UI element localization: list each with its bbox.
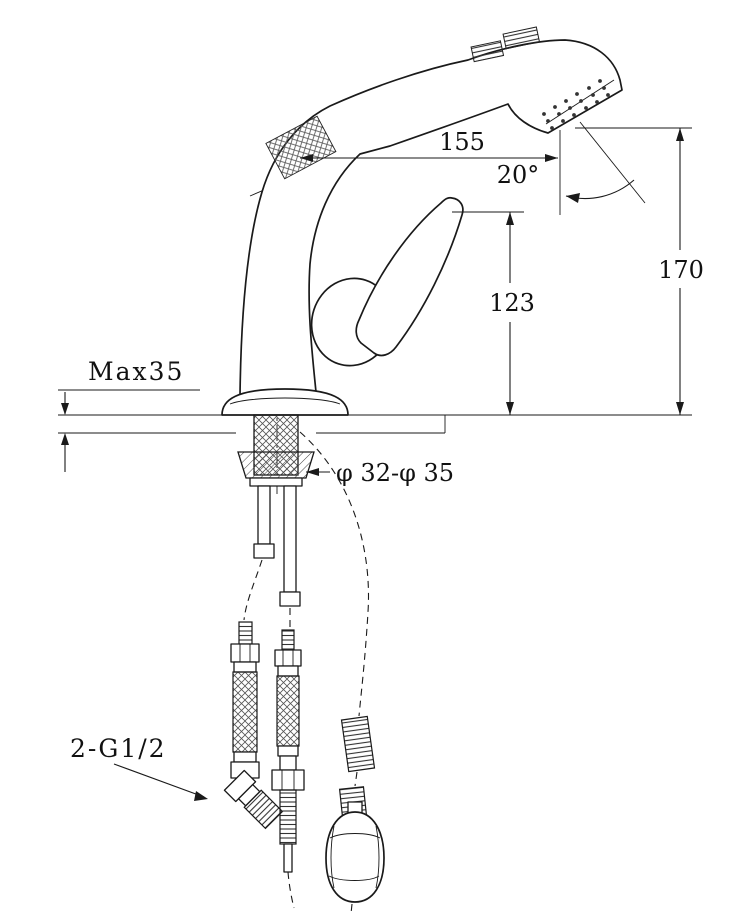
dimension-spout-height-123: 123 [452,211,535,415]
assembly-dashed-leads [243,431,370,915]
knurled-collar [265,115,337,180]
base-flange [221,388,349,416]
base-flange-line [229,397,341,405]
dim-label-20: 20° [497,161,540,189]
pullout-hose-corrugated-upper [340,715,376,773]
dimension-reach-155: 155 [300,128,561,215]
dimension-hole-diameter: φ 32-φ 35 [306,459,454,487]
dim-label-thread: 2-G1/2 [70,734,167,763]
dimension-thread-spec: 2-G1/2 [70,734,208,801]
faucet-handle-lever [355,196,464,357]
diverter-buttons [470,26,541,63]
supply-tailpipe-right [279,485,301,607]
dim-label-123: 123 [489,289,535,317]
mounting-nut [237,451,315,479]
dimension-max-thickness: Max35 [58,357,200,472]
dimension-total-height-170: 170 [575,127,704,415]
supply-tailpipe-left [253,485,275,559]
spray-nozzle-holes [542,79,610,130]
dim-label-max35: Max35 [88,357,184,386]
dim-label-155: 155 [439,128,485,156]
supply-hose-left [223,621,284,830]
dim-label-hole: φ 32-φ 35 [336,459,454,487]
dimension-angle-20: 20° [497,121,646,204]
mounting-washer [249,477,303,487]
countertop [58,414,692,434]
supply-hose-middle [271,629,305,873]
hose-elbow-fitting [223,769,284,830]
dim-label-170: 170 [658,256,704,284]
hose-weight [325,801,385,903]
